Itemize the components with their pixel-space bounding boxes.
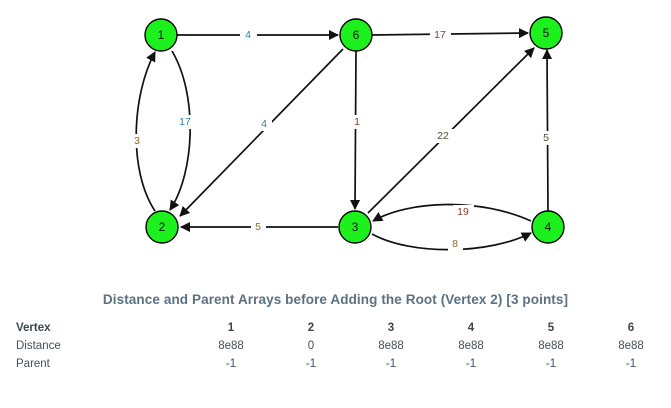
edge-weight-3-4: 8 (452, 238, 458, 250)
node-circle[interactable] (145, 210, 179, 244)
node-label: 1 (158, 28, 165, 42)
edge-label-bg (433, 129, 454, 143)
graph-canvas: 4 17 3 17 4 1 5 22 5 19 8 (130, 16, 565, 251)
table-row-distance: Distance 8e88 0 8e88 8e88 8e88 8e88 (0, 337, 671, 355)
edge-weight-4-3: 19 (457, 206, 469, 218)
edge-4-to-5 (541, 48, 553, 212)
node-circle[interactable] (144, 18, 178, 52)
edge-label-bg (430, 28, 451, 42)
graph-node-6[interactable]: 6 (339, 18, 373, 52)
row-label-distance: Distance (16, 340, 61, 352)
distance-cell-1: 8e88 (218, 340, 244, 352)
row-label-vertex: Vertex (16, 322, 51, 334)
distance-parent-table: Vertex 1 2 3 4 5 6 Distance 8e88 0 8e88 … (0, 319, 671, 373)
parent-cell-3: -1 (385, 358, 397, 370)
table-title: Distance and Parent Arrays before Adding… (102, 292, 569, 307)
edge-2-to-1 (135, 51, 156, 212)
edge-1-to-2 (169, 50, 191, 211)
vertex-cell-2: 2 (307, 322, 315, 334)
parent-cell-1: -1 (225, 358, 237, 370)
vertex-cell-3: 3 (387, 322, 395, 334)
directed-graph-diagram: 4 17 3 17 4 1 5 22 5 19 8 (130, 16, 565, 251)
distance-cell-4: 8e88 (458, 340, 484, 352)
edge-label-bg (350, 115, 364, 129)
edge-weight-1-6: 4 (245, 29, 251, 41)
node-label: 4 (545, 220, 552, 234)
parent-cell-5: -1 (545, 358, 557, 370)
edge-weight-3-5: 22 (437, 130, 449, 142)
parent-cell-4: -1 (465, 358, 477, 370)
parent-cell-6: -1 (625, 358, 637, 370)
node-circle[interactable] (339, 18, 373, 52)
edges-layer (135, 28, 553, 251)
row-label-parent: Parent (16, 358, 50, 370)
edge-weight-3-2: 5 (255, 221, 261, 233)
edge-6-to-3 (349, 50, 361, 211)
distance-cell-3: 8e88 (378, 340, 404, 352)
graph-node-2[interactable]: 2 (145, 210, 179, 244)
arrays-panel: Distance and Parent Arrays before Adding… (0, 278, 671, 408)
vertex-cell-1: 1 (227, 322, 235, 334)
node-circle[interactable] (529, 16, 563, 50)
node-circle[interactable] (338, 210, 372, 244)
edge-label-bg (448, 237, 463, 251)
edge-label-bg (256, 117, 272, 131)
distance-cell-5: 8e88 (538, 340, 564, 352)
nodes-layer: 1 6 5 2 3 4 (144, 16, 565, 244)
graph-node-1[interactable]: 1 (144, 18, 178, 52)
vertex-cell-5: 5 (547, 322, 555, 334)
edge-label-bg (240, 28, 257, 42)
vertex-cell-4: 4 (467, 322, 475, 334)
table-row-vertex: Vertex 1 2 3 4 5 6 (0, 319, 671, 337)
node-circle[interactable] (531, 210, 565, 244)
edge-weight-1-2: 17 (179, 116, 191, 128)
edge-weight-6-2: 4 (261, 118, 267, 130)
edge-weight-6-5: 17 (434, 29, 446, 41)
edge-labels-layer: 4 17 3 17 4 1 5 22 5 19 8 (130, 28, 554, 251)
edge-label-bg (176, 115, 196, 129)
distance-cell-6: 8e88 (618, 340, 644, 352)
vertex-cell-6: 6 (627, 322, 635, 334)
edge-weight-4-5: 5 (543, 132, 549, 144)
edge-label-bg (453, 205, 474, 219)
edge-weight-6-3: 1 (354, 116, 360, 128)
edge-label-bg (251, 220, 266, 234)
distance-cell-2: 0 (307, 340, 315, 352)
edge-label-bg (130, 134, 145, 148)
graph-node-5[interactable]: 5 (529, 16, 563, 50)
graph-node-4[interactable]: 4 (531, 210, 565, 244)
node-label: 6 (353, 28, 360, 42)
node-label: 2 (159, 220, 166, 234)
parent-cell-2: -1 (305, 358, 317, 370)
edge-weight-2-1: 3 (134, 135, 140, 147)
graph-node-3[interactable]: 3 (338, 210, 372, 244)
table-row-parent: Parent -1 -1 -1 -1 -1 -1 (0, 355, 671, 373)
edge-label-bg (540, 131, 554, 145)
edge-6-to-2 (179, 48, 344, 217)
node-label: 5 (543, 26, 550, 40)
node-label: 3 (352, 220, 359, 234)
edge-4-to-3 (372, 203, 532, 222)
